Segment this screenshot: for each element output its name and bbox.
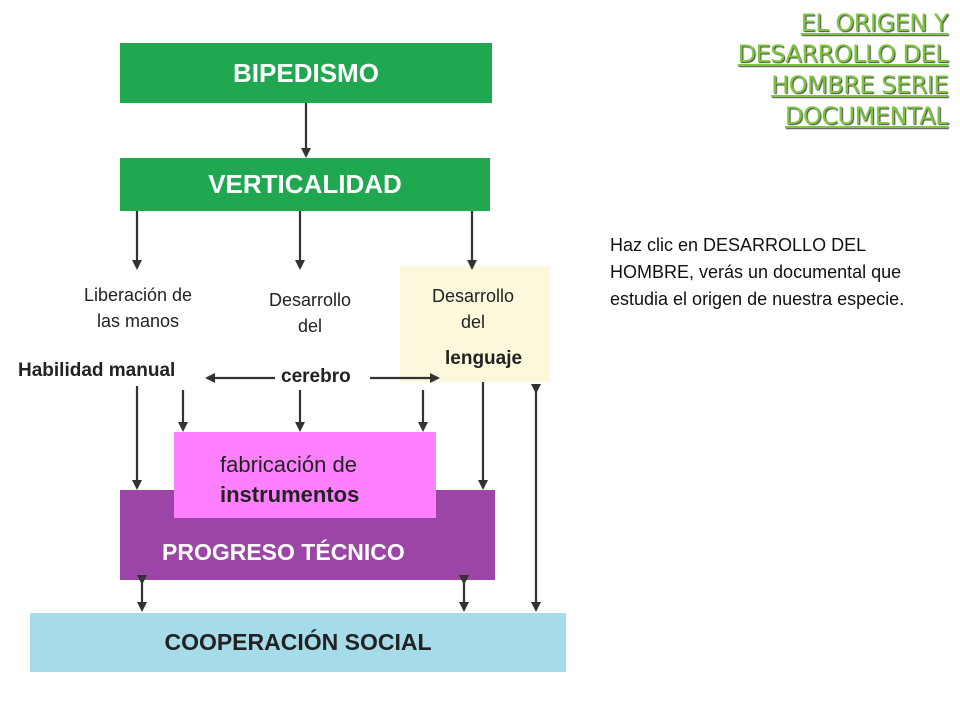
verticalidad-box: VERTICALIDAD: [120, 158, 490, 211]
desarrollo-cerebro-label: Desarrollo del: [255, 287, 365, 339]
fabricacion-box: fabricación de instrumentos: [174, 432, 436, 518]
liberacion-label: Liberación de las manos: [68, 282, 208, 334]
liberacion-line1: Liberación de: [83, 285, 193, 305]
desarrollo-lenguaje-label: Desarrollo del: [418, 283, 528, 335]
title-link[interactable]: EL ORIGEN Y DESARROLLO DEL HOMBRE SERIE …: [737, 9, 949, 130]
progreso-tecnico-label: PROGRESO TÉCNICO: [162, 539, 405, 565]
habilidad-manual-label: Habilidad manual: [18, 360, 176, 381]
lenguaje-label: lenguaje: [445, 348, 523, 369]
desarrollo-lenguaje-line1: Desarrollo: [431, 286, 515, 306]
fabricacion-line1: fabricación de: [220, 452, 357, 477]
fabricacion-line2: instrumentos: [220, 482, 360, 507]
bipedismo-label: BIPEDISMO: [233, 57, 379, 88]
desarrollo-lenguaje-line2: del: [460, 312, 486, 332]
desarrollo-cerebro-line1: Desarrollo: [268, 290, 352, 310]
bipedismo-box: BIPEDISMO: [120, 43, 492, 103]
instructions-text: Haz clic en DESARROLLO DEL HOMBRE, verás…: [610, 235, 905, 309]
cerebro-label: cerebro: [281, 366, 351, 387]
desarrollo-cerebro-line2: del: [297, 316, 323, 336]
liberacion-line2: las manos: [96, 311, 180, 331]
cooperacion-social-label: COOPERACIÓN SOCIAL: [164, 629, 432, 655]
cooperacion-social-box: COOPERACIÓN SOCIAL: [30, 613, 566, 672]
verticalidad-label: VERTICALIDAD: [208, 169, 402, 199]
lenguaje-highlight: [400, 266, 550, 382]
